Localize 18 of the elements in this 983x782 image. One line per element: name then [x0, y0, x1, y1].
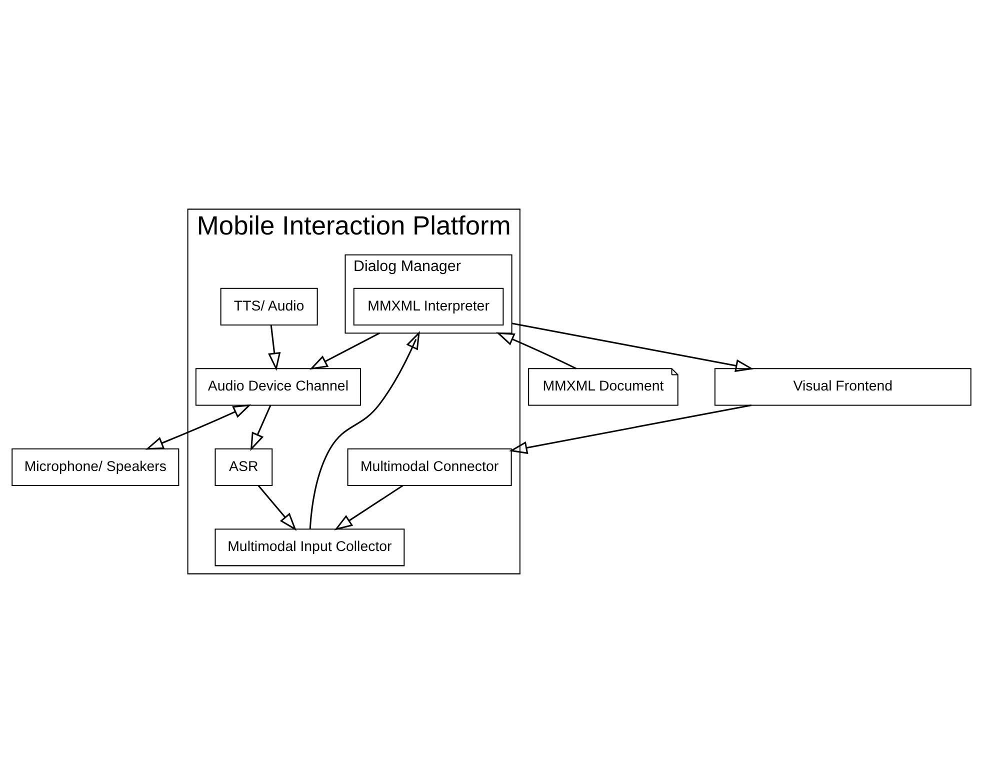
node-box: Visual Frontend	[714, 368, 972, 406]
arrow	[145, 404, 252, 450]
arrow	[250, 404, 272, 450]
arrow	[512, 322, 754, 372]
node-box: Multimodal Input Collector	[214, 528, 405, 566]
node-box: Audio Device Channel	[195, 368, 361, 406]
arrow	[509, 404, 752, 454]
arrow	[268, 324, 281, 370]
arrow	[496, 332, 576, 369]
arrow	[309, 332, 380, 370]
node-box: TTS/ Audio	[220, 287, 318, 325]
node-box: Microphone/ Speakers	[12, 448, 180, 486]
node-box: Multimodal Connector	[347, 448, 512, 486]
node-box: ASR	[214, 448, 273, 486]
arrow	[334, 484, 404, 530]
arrow	[258, 484, 297, 530]
node-box: MMXML Interpreter	[353, 287, 504, 325]
arrow	[309, 330, 420, 529]
